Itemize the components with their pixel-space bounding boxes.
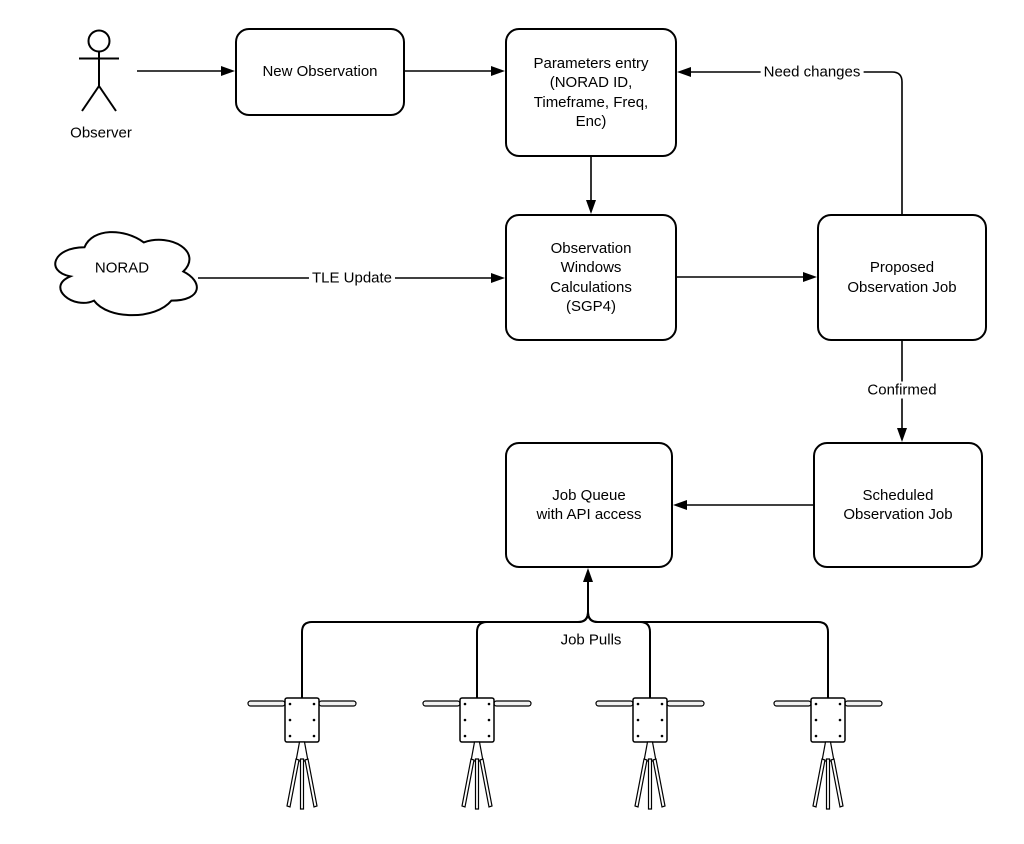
node-scheduled-observation-job: Scheduled Observation Job: [813, 442, 983, 568]
norad-cloud-label: NORAD: [94, 259, 150, 277]
node-observation-windows-calculations: Observation Windows Calculations (SGP4): [505, 214, 677, 341]
ground-station-antenna-icon: [595, 697, 705, 810]
node-parameters-entry: Parameters entry (NORAD ID, Timeframe, F…: [505, 28, 677, 157]
node-new-observation: New Observation: [235, 28, 405, 116]
observer-actor-icon: [79, 29, 119, 112]
ground-station-antenna-icon: [422, 697, 532, 810]
need-changes-label: Need changes: [760, 63, 864, 81]
node-job-queue: Job Queue with API access: [505, 442, 673, 568]
norad-cloud-shape: [54, 231, 198, 317]
confirmed-label: Confirmed: [864, 381, 940, 399]
job-pulls-label: Job Pulls: [557, 631, 625, 649]
ground-station-antenna-icon: [247, 697, 357, 810]
observer-label: Observer: [70, 124, 132, 142]
tle-update-label: TLE Update: [308, 269, 396, 287]
node-proposed-observation-job: Proposed Observation Job: [817, 214, 987, 341]
ground-station-antenna-icon: [773, 697, 883, 810]
